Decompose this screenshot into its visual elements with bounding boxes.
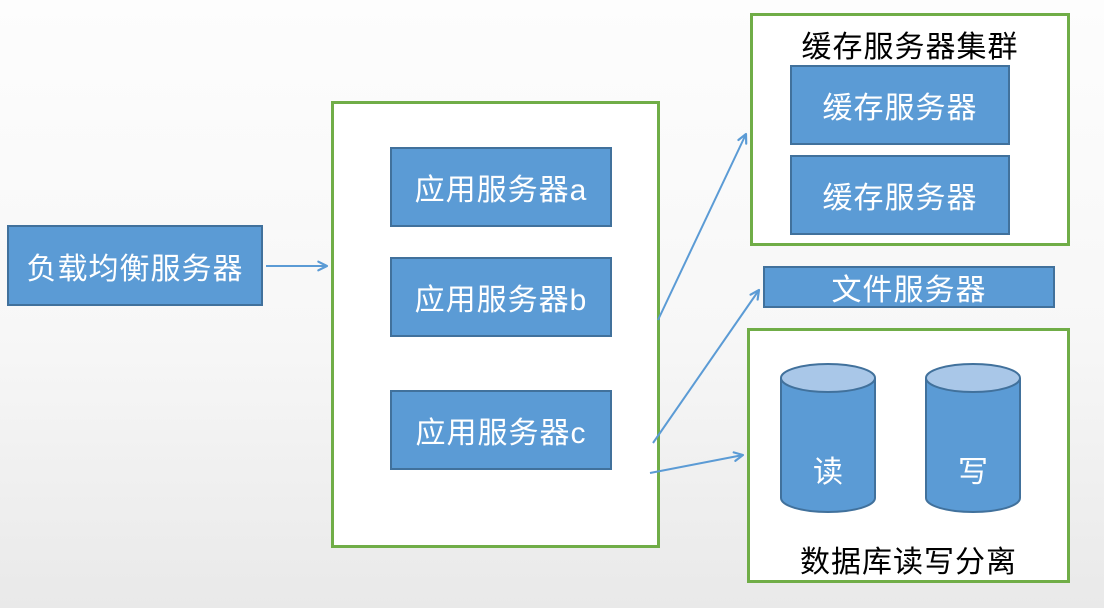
- cache-server-box-2: 缓存服务器: [790, 155, 1010, 235]
- app-server-a-box: 应用服务器a: [390, 147, 612, 227]
- database-title: 数据库读写分离: [800, 546, 1017, 579]
- load-balancer-box: 负载均衡服务器: [7, 225, 263, 306]
- app-server-c-box: 应用服务器c: [390, 390, 612, 470]
- database-cylinder-icon: [925, 363, 1021, 513]
- arrow-app-to-file-server: [652, 288, 761, 444]
- read-database-label: 读: [813, 455, 843, 489]
- database-cylinder-icon: [780, 363, 876, 513]
- write-database-label: 写: [958, 455, 988, 489]
- file-server-box: 文件服务器: [763, 266, 1055, 308]
- app-server-b-box: 应用服务器b: [390, 257, 612, 337]
- read-database-cylinder: 读: [778, 362, 878, 515]
- arrow-app-to-cache-cluster: [657, 132, 748, 321]
- arrow-app-to-database: [649, 451, 745, 474]
- cache-server-box-1: 缓存服务器: [790, 65, 1010, 145]
- write-database-cylinder: 写: [923, 362, 1023, 515]
- cache-cluster-title: 缓存服务器集群: [801, 31, 1019, 64]
